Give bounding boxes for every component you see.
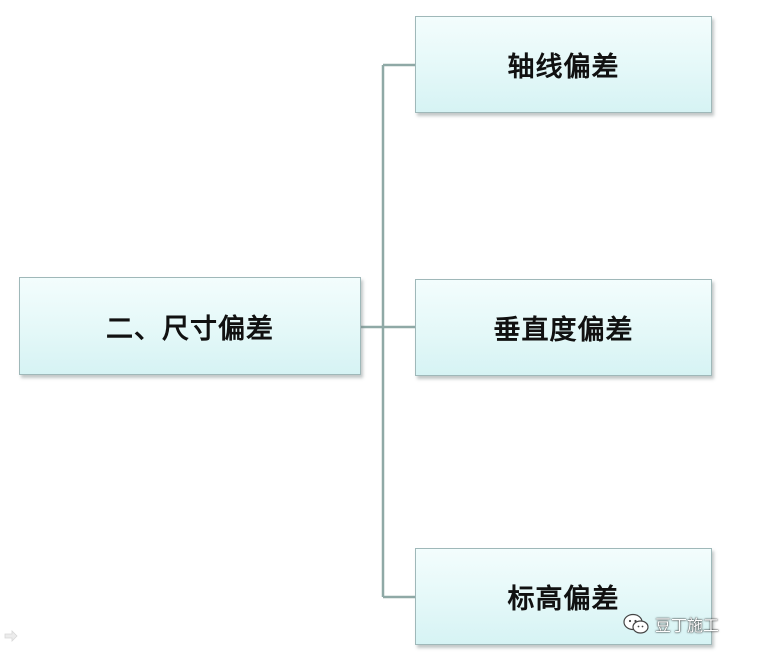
child-node-axis-deviation: 轴线偏差: [415, 16, 712, 113]
watermark: 豆丁施工: [623, 611, 719, 637]
child-node-label: 轴线偏差: [507, 52, 620, 83]
child-node-label: 标高偏差: [507, 584, 620, 615]
child-node-label: 垂直度偏差: [493, 315, 634, 346]
child-node-elevation-deviation: 标高偏差: [415, 548, 712, 645]
root-node: 二、尺寸偏差: [19, 277, 361, 375]
arrow-icon: [4, 630, 18, 642]
wechat-icon: [623, 613, 649, 634]
watermark-text: 豆丁施工: [655, 616, 720, 635]
root-node-label: 二、尺寸偏差: [106, 313, 274, 345]
child-node-verticality-deviation: 垂直度偏差: [415, 279, 712, 376]
